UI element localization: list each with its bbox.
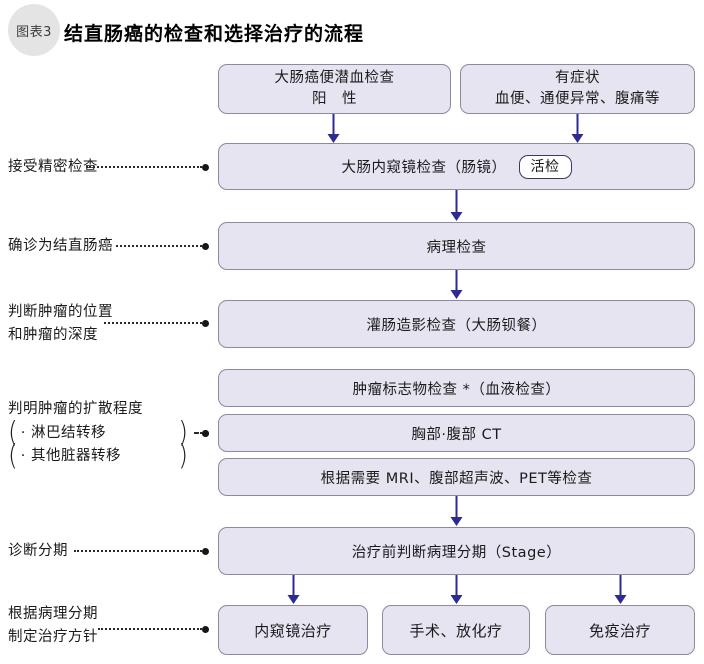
label-staging: 诊断分期 xyxy=(8,543,68,559)
label-tumor-position-line1: 判断肿瘤的位置 xyxy=(8,304,113,320)
box-staging-label: 治疗前判断病理分期（Stage） xyxy=(351,544,562,561)
box-endoscopic-treatment-label: 内窥镜治疗 xyxy=(254,621,332,640)
arrow-stack-to-staging xyxy=(450,496,463,526)
label-treatment-policy-line2: 制定治疗方针 xyxy=(8,629,98,645)
leader-tumor-position xyxy=(104,320,209,327)
leader-treatment-policy xyxy=(98,626,209,633)
leader-diagnosis xyxy=(116,243,209,250)
label-tumor-position: 判断肿瘤的位置 和肿瘤的深度 xyxy=(8,301,113,347)
leader-spread-ext xyxy=(194,430,209,437)
box-symptoms-line1: 有症状 xyxy=(555,70,600,86)
label-diagnosis: 确诊为结直肠癌 xyxy=(8,238,113,254)
box-endoscopy-label: 大肠内窥镜检查（肠镜） xyxy=(341,160,507,176)
paren-open: ( xyxy=(8,437,18,472)
box-mri-pet-label: 根据需要 MRI、腹部超声波、PET等检查 xyxy=(320,470,593,487)
figure-badge-label: 图表3 xyxy=(16,24,52,40)
arrow-staging-to-endoscopic-treatment xyxy=(287,575,300,604)
figure-title: 结直肠癌的检查和选择治疗的流程 xyxy=(64,23,365,45)
biopsy-tag: 活检 xyxy=(518,154,572,179)
box-tumor-marker-label: 肿瘤标志物检查 *（血液检查） xyxy=(352,381,561,398)
label-spread-item2: ( · 其他脏器转移 ) xyxy=(8,437,188,472)
box-pathology-label: 病理检查 xyxy=(426,239,487,256)
box-endoscopic-treatment: 内窥镜治疗 xyxy=(218,605,368,655)
box-enema: 灌肠造影检查（大肠钡餐） xyxy=(218,300,695,348)
label-spread-item1: ( · 淋巴结转移 ) xyxy=(8,414,188,449)
arrow-fecal-to-endoscopy xyxy=(327,114,340,143)
label-treatment-policy: 根据病理分期 制定治疗方针 xyxy=(8,603,98,649)
box-symptoms-line2: 血便、通便异常、腹痛等 xyxy=(495,91,660,107)
label-tumor-position-line2: 和肿瘤的深度 xyxy=(8,327,98,343)
leader-detailed-exam xyxy=(86,164,209,171)
arrow-endoscopy-to-pathology xyxy=(450,190,463,221)
label-spread-assessment: 判明肿瘤的扩散程度 ( · 淋巴结转移 ) ( · 其他脏器转移 ) xyxy=(8,398,188,472)
box-fecal-blood-test-line1: 大肠癌便潜血检查 xyxy=(274,70,395,86)
box-mri-pet: 根据需要 MRI、腹部超声波、PET等检查 xyxy=(218,458,695,496)
arrow-pathology-to-enema xyxy=(450,270,463,299)
figure-badge: 图表3 xyxy=(8,4,60,56)
label-treatment-policy-line1: 根据病理分期 xyxy=(8,606,98,622)
box-endoscopy: 大肠内窥镜检查（肠镜） 活检 xyxy=(218,143,695,190)
box-ct-label: 胸部·腹部 CT xyxy=(411,426,502,443)
leader-staging xyxy=(74,548,209,555)
arrow-symptoms-to-endoscopy xyxy=(571,114,584,143)
box-fecal-blood-test-line2: 阳 性 xyxy=(312,91,357,107)
box-symptoms: 有症状 血便、通便异常、腹痛等 xyxy=(460,64,695,114)
arrow-staging-to-immunotherapy xyxy=(614,575,627,604)
box-immunotherapy: 免疫治疗 xyxy=(545,605,695,655)
box-surgery-chemoradiation-label: 手术、放化疗 xyxy=(409,621,503,640)
label-spread-title: 判明肿瘤的扩散程度 xyxy=(8,401,143,417)
box-fecal-blood-test: 大肠癌便潜血检查 阳 性 xyxy=(218,64,451,114)
box-surgery-chemoradiation: 手术、放化疗 xyxy=(382,605,530,655)
arrow-staging-to-surgery xyxy=(450,575,463,604)
paren-close: ) xyxy=(178,414,188,449)
box-staging: 治疗前判断病理分期（Stage） xyxy=(218,527,695,575)
paren-close: ) xyxy=(178,437,188,472)
box-tumor-marker: 肿瘤标志物检查 *（血液检查） xyxy=(218,369,695,407)
box-ct: 胸部·腹部 CT xyxy=(218,414,695,452)
paren-open: ( xyxy=(8,414,18,449)
box-enema-label: 灌肠造影检查（大肠钡餐） xyxy=(366,317,547,334)
box-immunotherapy-label: 免疫治疗 xyxy=(588,621,651,640)
box-pathology: 病理检查 xyxy=(218,222,695,270)
label-detailed-exam: 接受精密检查 xyxy=(8,159,98,175)
